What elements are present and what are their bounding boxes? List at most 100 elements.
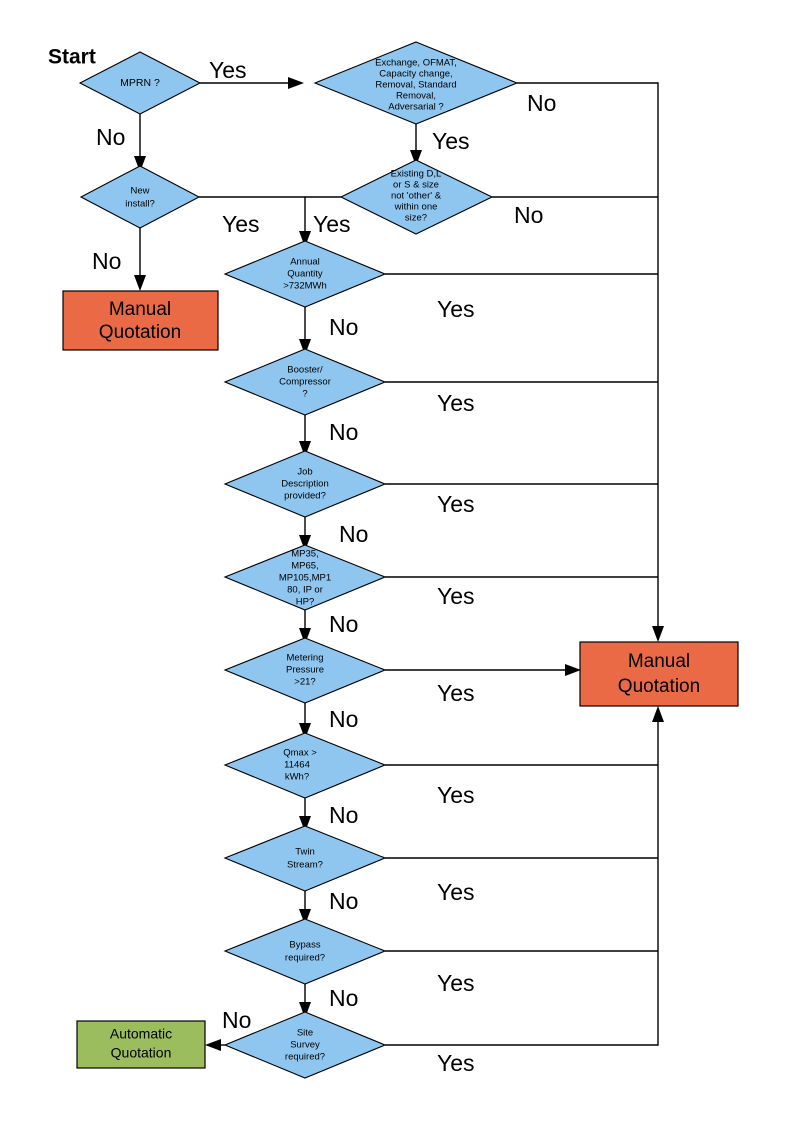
mp-sizes-label-4: HP? xyxy=(296,597,314,608)
node-site-survey[interactable]: Site Survey required? xyxy=(223,1011,387,1079)
label-existing-yes: Yes xyxy=(313,211,351,237)
arrowhead-annual-quantity-no xyxy=(299,339,311,355)
label-qmax-yes: Yes xyxy=(437,782,475,808)
qmax-label-0: Qmax > xyxy=(283,748,317,759)
label-annual-quantity-yes: Yes xyxy=(437,296,475,322)
new-install-label-0: New xyxy=(130,186,149,197)
node-qmax[interactable]: Qmax > 11464 kWh? xyxy=(223,732,387,799)
existing-label-0: Existing D,L xyxy=(391,169,442,180)
site-survey-label-1: Survey xyxy=(290,1040,320,1051)
manual-quotation-right-label-1: Quotation xyxy=(618,676,700,697)
booster-label-0: Booster/ xyxy=(287,365,323,376)
label-existing-no: No xyxy=(514,202,543,228)
manual-quotation-right-box[interactable] xyxy=(579,641,739,707)
annual-quantity-label-0: Annual xyxy=(290,257,320,268)
automatic-quotation-box[interactable] xyxy=(76,1020,206,1069)
edge-label-layer: Start Yes No No Yes Yes No Yes No Yes No… xyxy=(48,46,556,1077)
exchange-diamond[interactable] xyxy=(313,41,519,125)
node-existing[interactable]: Existing D,L or S & size not 'other' & w… xyxy=(339,159,494,235)
new-install-label-1: install? xyxy=(125,199,155,210)
mprn-diamond[interactable] xyxy=(78,51,202,115)
exchange-label-1: Capacity change, xyxy=(379,69,452,80)
exchange-label-3: Removal, xyxy=(396,91,436,102)
arrowhead-exchange-no xyxy=(652,626,664,642)
qmax-diamond[interactable] xyxy=(223,732,387,799)
arrowhead-job-description-no xyxy=(299,535,311,551)
booster-label-2: ? xyxy=(302,389,307,400)
label-bypass-yes: Yes xyxy=(437,970,475,996)
metering-pressure-diamond[interactable] xyxy=(223,637,387,704)
label-booster-yes: Yes xyxy=(437,390,475,416)
arrowhead-qmax-no xyxy=(299,816,311,832)
label-metering-pressure-yes: Yes xyxy=(437,680,475,706)
site-survey-diamond[interactable] xyxy=(223,1011,387,1079)
label-exchange-no: No xyxy=(527,90,556,116)
node-exchange[interactable]: Exchange, OFMAT, Capacity change, Remova… xyxy=(313,41,519,125)
twin-stream-label-1: Stream? xyxy=(287,860,323,871)
arrowhead-mp-sizes-no xyxy=(299,628,311,644)
mp-sizes-label-3: 80, IP or xyxy=(287,585,323,596)
existing-diamond[interactable] xyxy=(339,159,494,235)
label-new-install-no: No xyxy=(92,248,121,274)
annual-quantity-label-1: Quantity xyxy=(287,269,323,280)
node-bypass[interactable]: Bypass required? xyxy=(223,918,387,985)
label-twin-stream-yes: Yes xyxy=(437,879,475,905)
label-exchange-yes: Yes xyxy=(432,128,470,154)
new-install-diamond[interactable] xyxy=(79,165,201,229)
label-mprn-yes: Yes xyxy=(209,57,247,83)
node-booster[interactable]: Booster/ Compressor ? xyxy=(223,348,387,416)
arrowhead-new-install-yes xyxy=(299,231,311,247)
booster-label-1: Compressor xyxy=(279,377,331,388)
label-twin-stream-no: No xyxy=(329,888,358,914)
arrowhead-mprn-no xyxy=(134,156,146,172)
node-automatic-quotation[interactable]: Automatic Quotation xyxy=(76,1020,206,1069)
label-new-install-yes: Yes xyxy=(222,211,260,237)
mp-sizes-label-1: MP65, xyxy=(291,561,318,572)
arrowhead-exchange-yes xyxy=(410,150,422,166)
bypass-label-1: required? xyxy=(285,953,325,964)
node-mp-sizes[interactable]: MP35, MP65, MP105,MP1 80, IP or HP? xyxy=(223,544,387,611)
bypass-label-0: Bypass xyxy=(289,940,320,951)
label-annual-quantity-no: No xyxy=(329,314,358,340)
label-mp-sizes-yes: Yes xyxy=(437,583,475,609)
mprn-label-0: MPRN ? xyxy=(120,77,160,89)
node-manual-quotation-right[interactable]: Manual Quotation xyxy=(579,641,739,707)
label-metering-pressure-no: No xyxy=(329,706,358,732)
connector-layer xyxy=(134,77,664,1051)
label-job-description-yes: Yes xyxy=(437,491,475,517)
node-annual-quantity[interactable]: Annual Quantity >732MWh xyxy=(223,240,387,308)
manual-quotation-left-label-0: Manual xyxy=(109,299,171,320)
arrowhead-metering-pressure-yes xyxy=(565,664,581,676)
qmax-label-1: 11464 xyxy=(284,760,310,771)
exchange-label-0: Exchange, OFMAT, xyxy=(375,58,457,69)
node-new-install[interactable]: New install? xyxy=(79,165,201,229)
bypass-diamond[interactable] xyxy=(223,918,387,985)
existing-label-1: or S & size xyxy=(393,180,439,191)
node-twin-stream[interactable]: Twin Stream? xyxy=(223,825,387,892)
arrowhead-booster-no xyxy=(299,441,311,457)
node-metering-pressure[interactable]: Metering Pressure >21? xyxy=(223,637,387,704)
mp-sizes-label-2: MP105,MP1 xyxy=(279,573,331,584)
twin-stream-diamond[interactable] xyxy=(223,825,387,892)
label-qmax-no: No xyxy=(329,802,358,828)
label-site-survey-yes: Yes xyxy=(437,1050,475,1076)
mp-sizes-diamond[interactable] xyxy=(223,544,387,611)
site-survey-label-2: required? xyxy=(285,1052,325,1063)
booster-diamond[interactable] xyxy=(223,348,387,416)
manual-quotation-left-box[interactable] xyxy=(62,290,219,351)
label-bypass-no: No xyxy=(329,985,358,1011)
edge-site-survey-yes xyxy=(385,712,659,1046)
node-manual-quotation-left[interactable]: Manual Quotation xyxy=(62,290,219,351)
annual-quantity-label-2: >732MWh xyxy=(283,281,327,292)
arrowhead-metering-pressure-no xyxy=(299,723,311,739)
node-job-description[interactable]: Job Description provided? xyxy=(223,450,387,518)
label-mprn-no: No xyxy=(96,124,125,150)
label-site-survey-no: No xyxy=(222,1007,251,1033)
node-mprn[interactable]: MPRN ? xyxy=(78,51,202,115)
job-description-diamond[interactable] xyxy=(223,450,387,518)
annual-quantity-diamond[interactable] xyxy=(223,240,387,308)
manual-quotation-right-label-0: Manual xyxy=(628,651,690,672)
label-job-description-no: No xyxy=(339,521,368,547)
